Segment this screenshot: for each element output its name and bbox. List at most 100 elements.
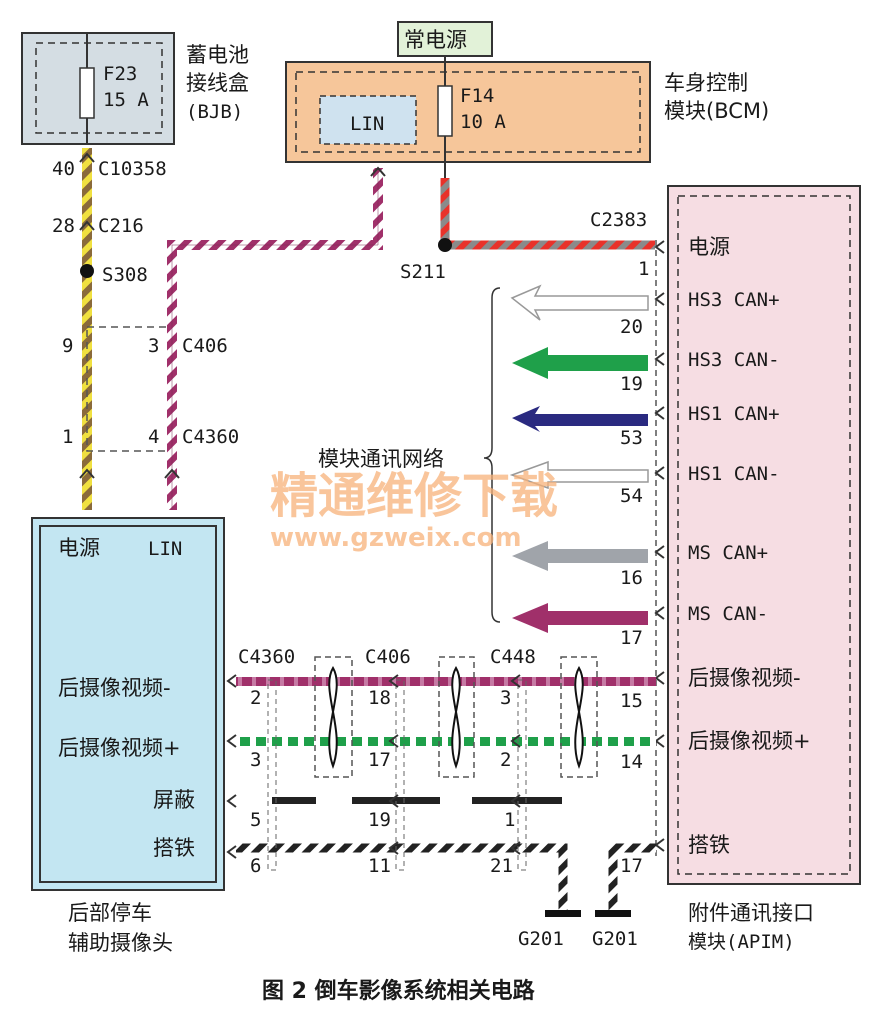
bjb-box [21,32,175,145]
apim-pin-number: 54 [620,485,643,507]
twist-boxes [314,656,598,778]
camera-pin-shield: 屏蔽 [153,788,195,812]
apim-pin-arrow [654,545,665,559]
apim-pin-number: 1 [638,258,649,280]
conn-c216: C216 [98,215,144,237]
fuse-f14-rating: 10 A [460,111,506,133]
apim-pin-label: 后摄像视频+ [688,729,811,753]
pin-c448-1: 1 [504,809,515,831]
pin-c4360-3: 3 [250,749,261,771]
figure-caption: 图 2 倒车影像系统相关电路 [262,978,536,1004]
apim-pin-label: HS3 CAN- [688,349,780,371]
fuse-f23-rating: 15 A [103,89,149,111]
splice-s211 [438,238,452,252]
apim-pin-arrow [654,240,665,254]
ground-g201-label-a: G201 [518,928,564,950]
bcm-name-1: 车身控制 [664,71,748,95]
bcm-lin-block [319,95,417,145]
apim-pin-label: 后摄像视频- [688,666,801,690]
apim-box [667,185,861,885]
conn-c406-lin: C406 [182,335,228,357]
splice-s308-label: S308 [102,264,148,286]
pin-c406-11: 11 [368,855,391,877]
pin-c4360-5: 5 [250,809,261,831]
camera-pin-lin: LIN [148,538,182,560]
conn-c406-video: C406 [365,646,411,668]
wire-shield [272,797,562,804]
apim-pin-number: 17 [620,855,643,877]
apim-pin-arrow [654,606,665,620]
apim-pin-label: MS CAN+ [688,542,768,564]
apim-label-1: 附件通讯接口 [688,901,814,925]
power-source-label: 常电源 [404,28,467,52]
pin-c448-21: 21 [490,855,513,877]
watermark-title: 精通维修下载 [270,468,558,524]
camera-label-2: 辅助摄像头 [68,931,173,955]
pin-c4360-2: 2 [250,687,261,709]
ground-g201-a [545,910,581,917]
apim-pin-label: 电源 [688,235,730,259]
splice-s308 [80,264,94,278]
power-source-box [397,21,493,57]
pin-3-c406: 3 [148,335,159,357]
apim-pin-label: HS1 CAN+ [688,403,780,425]
network-label: 模块通讯网络 [318,447,444,471]
wire-ground-camera [236,843,568,912]
apim-pin-arrow [654,466,665,480]
ground-g201-b [595,910,631,917]
pin-c406-19: 19 [368,809,391,831]
apim-pin-label: HS1 CAN- [688,463,780,485]
bjb-name-1: 蓄电池 [186,43,249,67]
ground-g201-label-b: G201 [592,928,638,950]
bcm-lin-label: LIN [350,113,384,135]
apim-pin-number: 20 [620,316,643,338]
conn-c10358: C10358 [98,158,167,180]
network-brace [483,287,501,623]
camera-box [31,517,225,891]
pin-c448-3: 3 [500,687,511,709]
fuse-f23-label: F23 [103,63,137,85]
pin-c406-18: 18 [368,687,391,709]
conn-c4360-lin: C4360 [182,426,239,448]
wire-ground-apim [608,843,656,912]
apim-pin-label: HS3 CAN+ [688,289,780,311]
splice-s211-label: S211 [400,261,446,283]
pin-c406-17: 17 [368,749,391,771]
camera-pin-ground: 搭铁 [153,836,195,860]
wire-video-pos [236,737,656,746]
apim-pin-arrow [654,292,665,306]
fuse-f23 [79,67,95,119]
apim-pin-arrow [654,671,665,685]
wire-power-camera [82,148,92,510]
fuse-f14 [437,85,453,137]
apim-pin-arrow [654,734,665,748]
bjb-name-3: (BJB) [186,101,243,123]
apim-pin-number: 16 [620,567,643,589]
pin-1: 1 [62,426,73,448]
watermark-url: www.gzweix.com [270,523,522,553]
camera-pin-video-neg: 后摄像视频- [58,676,171,700]
apim-pin-number: 15 [620,690,643,712]
apim-pin-label: MS CAN- [688,603,768,625]
conn-c2383: C2383 [590,209,647,231]
apim-pin-number: 19 [620,373,643,395]
conn-c448-video: C448 [490,646,536,668]
apim-pin-number: 53 [620,427,643,449]
apim-pin-number: 14 [620,751,643,773]
apim-pin-arrow [654,838,665,852]
bcm-name-2: 模块(BCM) [664,99,769,123]
wire-video-neg [236,677,656,686]
pin-c448-2: 2 [500,749,511,771]
bcm-box [285,61,651,163]
pin-40: 40 [52,158,75,180]
pin-9: 9 [62,335,73,357]
apim-pin-arrow [654,406,665,420]
camera-pin-power: 电源 [58,536,100,560]
apim-pin-arrow [654,352,665,366]
pin-c4360-6: 6 [250,855,261,877]
pin-4-c4360: 4 [148,426,159,448]
apim-pin-label: 搭铁 [688,833,730,857]
bjb-name-2: 接线盒 [186,71,249,95]
pin-28: 28 [52,215,75,237]
